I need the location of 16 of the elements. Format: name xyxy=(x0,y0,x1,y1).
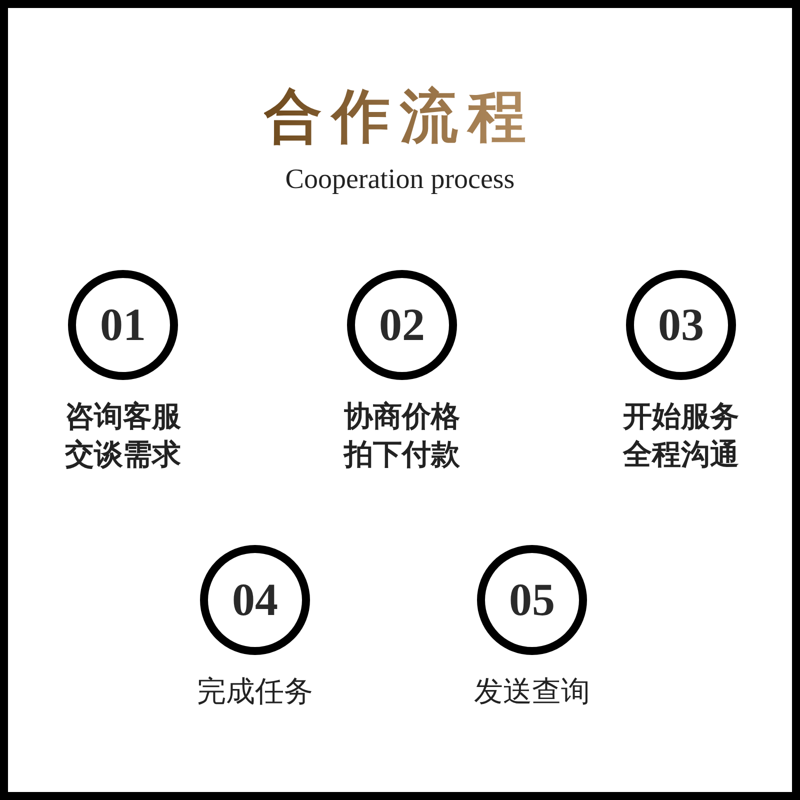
step-circle xyxy=(68,270,178,380)
step-number: 01 xyxy=(100,302,146,348)
subtitle-text: Cooperation process xyxy=(285,164,515,195)
step-circle xyxy=(626,270,736,380)
step-caption: 开始服务全程沟通 xyxy=(622,398,740,473)
step-number: 04 xyxy=(232,577,278,623)
step-caption: 完成任务 xyxy=(196,673,314,710)
step-number: 02 xyxy=(379,302,425,348)
step-circle xyxy=(477,545,587,655)
step-caption: 发送查询 xyxy=(473,673,591,710)
step-circle xyxy=(200,545,310,655)
step-circle xyxy=(347,270,457,380)
step-caption: 协商价格拍下付款 xyxy=(342,398,461,473)
step-number: 03 xyxy=(658,302,704,348)
step-number: 05 xyxy=(509,577,555,623)
step-caption: 咨询客服交谈需求 xyxy=(64,398,182,473)
